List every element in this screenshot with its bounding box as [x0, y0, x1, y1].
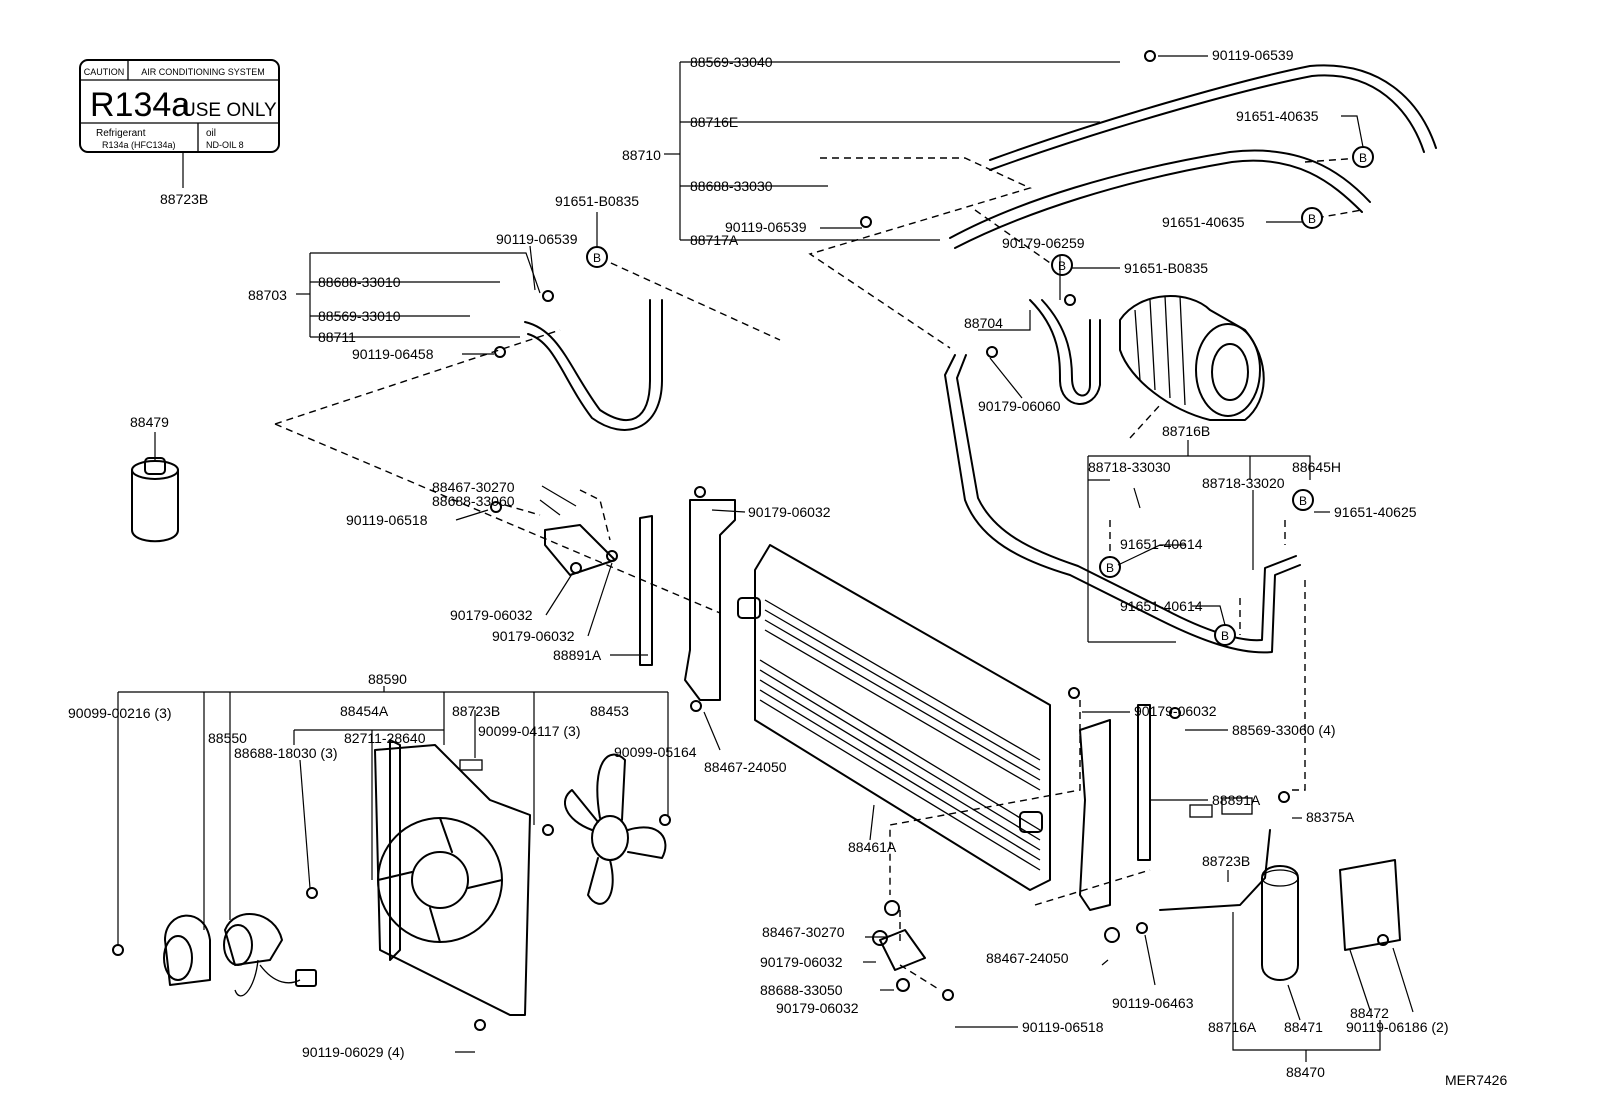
figure-code: MER7426 [1445, 1072, 1507, 1088]
callout-90099-05164: 90099-05164 [614, 744, 697, 760]
callout-88688-33060: 88688-33060 [432, 493, 515, 509]
callout-88723b-top: 88723B [160, 191, 208, 207]
callout-90119-06518-bot: 90119-06518 [1022, 1019, 1104, 1035]
callout-90099-04117: 90099-04117 (3) [478, 723, 580, 739]
callout-90179-06032-mid: 90179-06032 [1134, 703, 1217, 719]
callout-88718-33020: 88718-33020 [1202, 475, 1285, 491]
callout-90099-00216: 90099-00216 (3) [68, 705, 172, 721]
caution-refrigerant-label: Refrigerant [96, 128, 146, 139]
caution-big-right: USE ONLY [182, 100, 277, 121]
caution-refrigerant-value: R134a (HFC134a) [102, 140, 176, 150]
callout-88891a-left: 88891A [553, 647, 602, 663]
assembly-dash-lines [274, 157, 1363, 991]
bolt-symbol: B [1359, 151, 1367, 165]
callout-82711-28640: 82711-28640 [344, 730, 426, 746]
callout-88688-18030: 88688-18030 (3) [234, 745, 338, 761]
bolt-symbol: B [1308, 212, 1316, 226]
callout-88479: 88479 [130, 414, 169, 430]
compressor [1119, 295, 1265, 421]
callout-88467-30270-bot: 88467-30270 [762, 924, 845, 940]
caution-header-left: CAUTION [84, 67, 125, 77]
callout-91651-40614-a: 91651-40614 [1120, 536, 1203, 552]
callout-91651-40635-a: 91651-40635 [1236, 108, 1319, 124]
fasteners [112, 50, 1389, 1031]
brackets [544, 499, 1151, 971]
callout-90119-06029: 90119-06029 (4) [302, 1044, 404, 1060]
callout-labels: 88723B 88569-33040 88716E 88710 88688-33… [68, 47, 1507, 1088]
callout-88467-30270-top: 88467-30270 [432, 479, 515, 495]
receiver-dryer [1189, 797, 1401, 981]
callout-88470: 88470 [1286, 1064, 1325, 1080]
callout-88454a: 88454A [340, 703, 389, 719]
callout-90119-06186: 90119-06186 (2) [1346, 1019, 1448, 1035]
fan-assembly [163, 739, 667, 1016]
callout-88467-24050-top: 88467-24050 [704, 759, 787, 775]
callout-90179-06032-b1: 90179-06032 [760, 954, 843, 970]
callout-90179-06032-ta: 90179-06032 [748, 504, 831, 520]
callout-88590: 88590 [368, 671, 407, 687]
callout-88471: 88471 [1284, 1019, 1323, 1035]
caution-big-left: R134a [90, 86, 190, 124]
callout-90119-06539-mid: 90119-06539 [725, 219, 807, 235]
callout-88716a: 88716A [1208, 1019, 1257, 1035]
callout-88688-33030: 88688-33030 [690, 178, 773, 194]
bolt-symbol: B [1221, 629, 1229, 643]
callout-91651-b0835-right: 91651-B0835 [1124, 260, 1208, 276]
callout-88645h: 88645H [1292, 459, 1341, 475]
callout-88717a: 88717A [690, 232, 739, 248]
callout-88467-24050-bot: 88467-24050 [986, 950, 1069, 966]
callout-88688-33050: 88688-33050 [760, 982, 843, 998]
callout-88453: 88453 [590, 703, 629, 719]
callout-88723b-mid: 88723B [452, 703, 500, 719]
callout-88891a-right: 88891A [1212, 792, 1261, 808]
callout-90119-06458: 90119-06458 [352, 346, 434, 362]
callout-88704: 88704 [964, 315, 1003, 331]
bolt-symbol: B [1106, 561, 1114, 575]
bolt-symbol: B [1299, 494, 1307, 508]
callout-88461a: 88461A [848, 839, 897, 855]
callout-90179-06032-l2: 90179-06032 [492, 628, 575, 644]
caution-oil-value: ND-OIL 8 [206, 140, 244, 150]
callout-88472: 88472 [1350, 1005, 1389, 1021]
bolt-symbol: B [593, 251, 601, 265]
callout-88569-33040: 88569-33040 [690, 54, 773, 70]
bolt-symbol: B [1058, 259, 1066, 273]
callout-91651-b0835-left: 91651-B0835 [555, 193, 639, 209]
caution-label: CAUTION AIR CONDITIONING SYSTEM R134a US… [79, 59, 280, 188]
callout-88716b: 88716B [1162, 423, 1210, 439]
callout-90179-06032-b2: 90179-06032 [776, 1000, 859, 1016]
callout-90119-06518-top: 90119-06518 [346, 512, 428, 528]
callout-90179-06060: 90179-06060 [978, 398, 1061, 414]
callout-90119-06539-left: 90119-06539 [496, 231, 578, 247]
caution-header-right: AIR CONDITIONING SYSTEM [141, 67, 265, 77]
callout-88375a: 88375A [1306, 809, 1355, 825]
callout-88550: 88550 [208, 730, 247, 746]
condenser [737, 544, 1051, 891]
callout-91651-40625: 91651-40625 [1334, 504, 1417, 520]
callout-90179-06032-l1: 90179-06032 [450, 607, 533, 623]
callout-91651-40614-b: 91651-40614 [1120, 598, 1203, 614]
refrigerant-pipes [524, 64, 1437, 911]
callout-88711: 88711 [318, 329, 356, 345]
callout-88703: 88703 [248, 287, 287, 303]
callout-88569-33010: 88569-33010 [318, 308, 401, 324]
callout-88718-33030: 88718-33030 [1088, 459, 1171, 475]
callout-91651-40635-b: 91651-40635 [1162, 214, 1245, 230]
callout-88569-33060: 88569-33060 (4) [1232, 722, 1336, 738]
caution-oil-label: oil [206, 128, 216, 139]
callout-88688-33010: 88688-33010 [318, 274, 401, 290]
callout-90179-06259: 90179-06259 [1002, 235, 1085, 251]
callout-88710: 88710 [622, 147, 661, 163]
callout-88716e: 88716E [690, 114, 738, 130]
part-88479-cylinder [131, 457, 179, 543]
callout-90119-06463: 90119-06463 [1112, 995, 1194, 1011]
leader-lines [117, 55, 1414, 1062]
callout-90119-06539-top: 90119-06539 [1212, 47, 1294, 63]
callout-88723b-right: 88723B [1202, 853, 1250, 869]
